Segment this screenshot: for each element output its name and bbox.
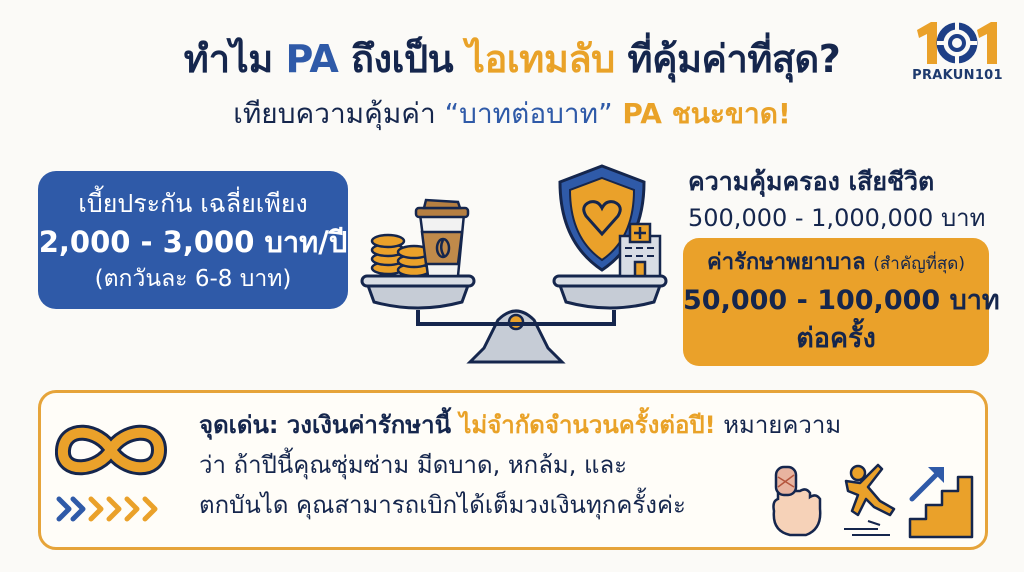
bandaged-finger-icon [772,465,822,537]
death-coverage-amount: 500,000 - 1,000,000 บาท [688,204,986,232]
premium-box: เบี้ยประกัน เฉลี่ยเพียง 2,000 - 3,000 บา… [38,171,348,309]
highlight-emphasis: ไม่จำกัดจำนวนครั้งต่อปี! [459,411,716,439]
highlight-text: จุดเด่น: วงเงินค่ารักษานี้ ไม่จำกัดจำนวน… [199,405,989,525]
title-pa: PA [285,37,339,81]
stairs-icon [908,467,974,539]
highlight-label: จุดเด่น: วงเงินค่ารักษานี้ [199,411,460,439]
medical-note: (สำคัญที่สุด) [873,254,965,274]
chevrons-arrow-icon [56,496,158,522]
coffee-cup-icon [414,198,470,278]
premium-label: เบี้ยประกัน เฉลี่ยเพียง [78,189,308,218]
title-part1: ทำไม [183,37,286,81]
hospital-icon [618,222,662,278]
slipping-person-icon [844,463,896,536]
coins-icon [370,233,432,278]
medical-per-time: ต่อครั้ง [796,323,876,354]
balance-scale-icon [360,164,668,364]
page-title: ทำไม PA ถึงเป็น ไอเทมลับ ที่คุ้มค่าที่สุ… [0,28,1024,89]
subtitle-pa-wins: PA ชนะขาด! [612,97,791,130]
subtitle-baht-per-baht: “บาทต่อบาท” [444,97,613,130]
page-subtitle: เทียบความคุ้มค่า “บาทต่อบาท” PA ชนะขาด! [0,92,1024,136]
accident-icons [766,459,976,541]
logo-text: PRAKUN101 [912,68,1003,83]
medical-coverage-box: ค่ารักษาพยาบาล (สำคัญที่สุด) 50,000 - 10… [683,238,1000,366]
death-coverage-title: ความคุ้มครอง เสียชีวิต [688,167,935,196]
highlight-line-3: ตกบันได คุณสามารถเบิกได้เต็มวงเงินทุกครั… [199,491,686,519]
highlight-after: หมายความ [715,411,842,439]
medical-title: ค่ารักษาพยาบาล [707,250,866,275]
premium-amount: 2,000 - 3,000 บาท/ปี [38,225,348,259]
infinity-icon [55,424,167,476]
logo-101-icon [917,22,997,64]
title-secret-item: ไอเทมลับ [465,37,615,81]
subtitle-part1: เทียบความคุ้มค่า [233,97,445,130]
premium-per-day: (ตกวันละ 6-8 บาท) [94,266,292,292]
highlight-line-1: จุดเด่น: วงเงินค่ารักษานี้ ไม่จำกัดจำนวน… [199,405,989,445]
brand-logo: PRAKUN101 [905,18,1010,90]
title-part5: ที่คุ้มค่าที่สุด? [614,37,841,81]
highlight-line-2: ว่า ถ้าปีนี้คุณซุ่มซ่าม มีดบาด, หกล้ม, แ… [199,451,628,479]
medical-amount: 50,000 - 100,000 บาท [683,285,1000,316]
medical-title-line: ค่ารักษาพยาบาล (สำคัญที่สุด) [683,246,989,281]
highlight-box: จุดเด่น: วงเงินค่ารักษานี้ ไม่จำกัดจำนวน… [38,390,988,550]
title-part3: ถึงเป็น [338,37,466,81]
